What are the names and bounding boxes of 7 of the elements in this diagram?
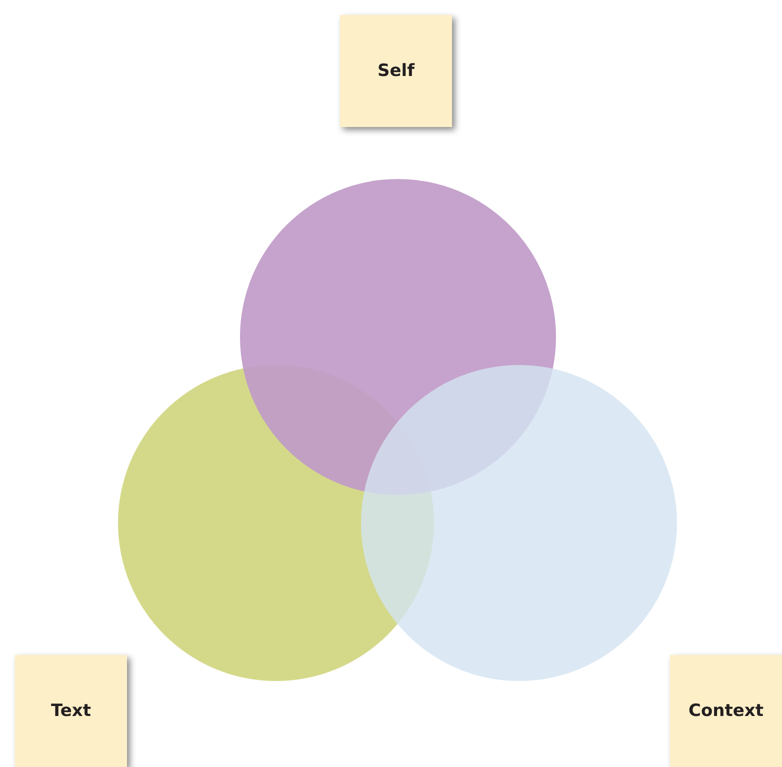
card-label: Self bbox=[378, 61, 414, 81]
label-card bbox=[15, 655, 127, 767]
label-card bbox=[340, 15, 452, 127]
venn-circle bbox=[361, 365, 677, 681]
label-card bbox=[670, 655, 782, 767]
card-label: Text bbox=[51, 701, 91, 721]
card-label: Context bbox=[688, 701, 764, 721]
